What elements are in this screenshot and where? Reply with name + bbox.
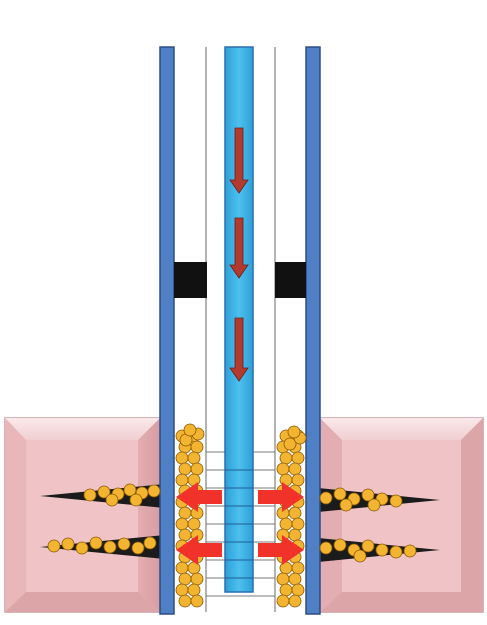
down-arrow-3 <box>229 317 249 382</box>
formation-block-left <box>4 417 161 613</box>
proppant-particle <box>403 544 417 558</box>
proppant-particle <box>143 536 157 550</box>
proppant-particle <box>105 493 119 507</box>
proppant-particle <box>333 538 347 552</box>
proppant-particle <box>61 537 75 551</box>
down-arrows <box>229 127 249 382</box>
proppant-particle <box>129 493 143 507</box>
proppant-particle <box>319 541 333 555</box>
proppant-particle <box>187 583 201 597</box>
proppant-particle <box>103 540 117 554</box>
proppant-particle <box>175 473 189 487</box>
proppant-particle <box>175 517 189 531</box>
proppant-particle <box>178 594 192 608</box>
proppant-particle <box>288 528 302 542</box>
proppant-particle <box>361 539 375 553</box>
proppant-particle <box>353 549 367 563</box>
proppant-particle <box>288 506 302 520</box>
packer-right <box>275 262 306 298</box>
proppant-particle <box>279 517 293 531</box>
proppant-particle <box>190 440 204 454</box>
proppant-particle <box>75 541 89 555</box>
fracture-left-lower <box>40 535 165 559</box>
proppant-particle <box>319 491 333 505</box>
proppant-particle <box>291 517 305 531</box>
proppant-particle <box>97 485 111 499</box>
proppant-particle <box>288 572 302 586</box>
proppant-particle <box>190 462 204 476</box>
proppant-particle <box>147 484 161 498</box>
proppant-particle <box>291 583 305 597</box>
proppant-particle <box>175 583 189 597</box>
proppant-particle <box>291 561 305 575</box>
proppant-particle <box>187 517 201 531</box>
proppant-particle <box>287 425 301 439</box>
injection-arrow-right-lower <box>258 535 304 565</box>
proppant-particle <box>333 487 347 501</box>
proppant-particle <box>47 539 61 553</box>
injection-arrows <box>176 482 304 565</box>
proppant-particle <box>83 488 97 502</box>
proppant-particle <box>276 572 290 586</box>
proppant-particle <box>389 494 403 508</box>
injection-arrow-left-upper <box>176 482 222 512</box>
proppant-particle <box>117 537 131 551</box>
proppant-particle <box>279 583 293 597</box>
casing-wall-left <box>159 46 175 615</box>
proppant-particle <box>89 536 103 550</box>
proppant-particle <box>190 594 204 608</box>
proppant-particle <box>283 437 297 451</box>
proppant-particle <box>276 462 290 476</box>
proppant-particle <box>276 594 290 608</box>
proppant-particle <box>175 451 189 465</box>
proppant-particle <box>339 498 353 512</box>
proppant-particle <box>187 561 201 575</box>
injection-arrow-right-upper <box>258 482 304 512</box>
proppant-particle <box>190 572 204 586</box>
proppant-particle <box>178 528 192 542</box>
proppant-particle <box>288 594 302 608</box>
proppant-particle <box>178 572 192 586</box>
proppant-particle <box>279 451 293 465</box>
formation-block-right <box>319 417 484 613</box>
proppant-particle <box>131 541 145 555</box>
down-arrow-1 <box>229 127 249 194</box>
proppant-particle <box>291 451 305 465</box>
tubing-segments <box>225 469 253 579</box>
proppant-particle <box>279 561 293 575</box>
proppant-particle <box>178 462 192 476</box>
proppant-particle <box>367 498 381 512</box>
proppant-particle <box>389 545 403 559</box>
injection-arrow-left-lower <box>176 535 222 565</box>
proppant-particle <box>361 488 375 502</box>
proppant-particle <box>175 561 189 575</box>
proppant-particle <box>178 506 192 520</box>
proppant-particle <box>187 473 201 487</box>
proppant-particle <box>187 451 201 465</box>
down-arrow-2 <box>229 217 249 279</box>
proppant-particle <box>291 473 305 487</box>
proppant-particle <box>183 423 197 437</box>
proppant-particle <box>123 483 137 497</box>
proppant-particle <box>279 473 293 487</box>
packer-left <box>174 262 207 298</box>
casing-wall-right <box>305 46 321 615</box>
proppant-particle <box>288 462 302 476</box>
proppant-particle <box>375 543 389 557</box>
